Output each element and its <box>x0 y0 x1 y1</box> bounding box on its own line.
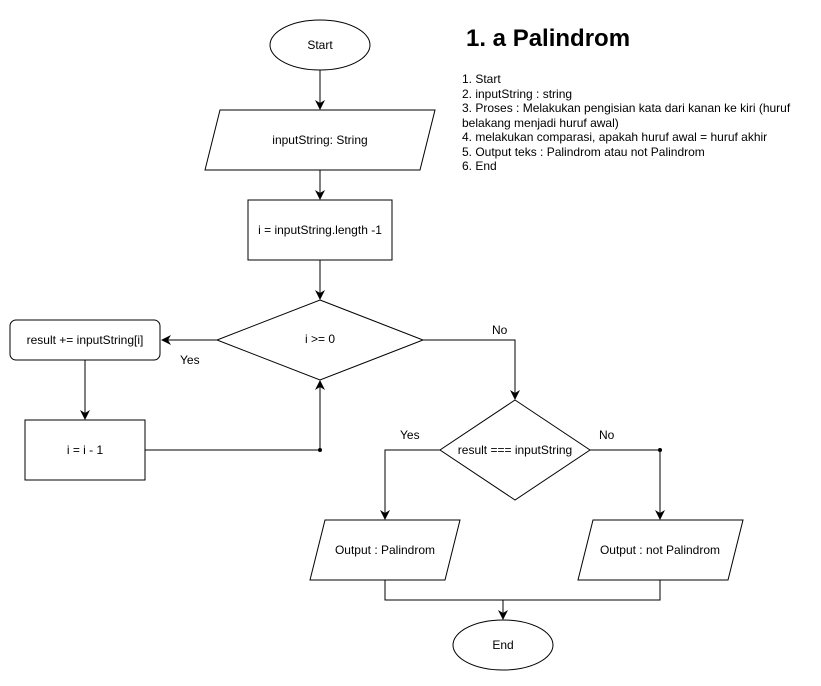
append-label: result += inputString[i] <box>27 333 144 347</box>
edge-merge <box>384 580 661 601</box>
compare-node: result === inputString <box>439 399 591 501</box>
output-not-palindrom-node: Output : not Palindrom <box>577 519 744 581</box>
edge-decrement-loop <box>145 380 325 451</box>
init-node: i = inputString.length -1 <box>247 199 393 261</box>
compare-yes-label: Yes <box>400 428 420 442</box>
output-palindrom-label: Output : Palindrom <box>335 543 435 557</box>
edge-compare-yes <box>380 449 440 520</box>
step-item: 6. End <box>462 159 497 173</box>
start-node: Start <box>269 19 371 71</box>
end-node: End <box>452 619 554 671</box>
step-item: 2. inputString : string <box>462 86 573 101</box>
compare-label: result === inputString <box>458 443 572 457</box>
decrement-node: i = i - 1 <box>24 419 146 481</box>
compare-no-label: No <box>599 428 615 442</box>
end-label: End <box>492 638 513 652</box>
loop-yes-label: Yes <box>180 353 200 367</box>
junction-dot <box>318 448 322 452</box>
steps-list: 1. Start 2. inputString : string 3. Pros… <box>462 72 807 174</box>
loop-condition-label: i >= 0 <box>305 332 335 346</box>
output-not-palindrom-label: Output : not Palindrom <box>600 543 720 557</box>
page-title: 1. a Palindrom <box>466 25 631 52</box>
junction-dot <box>658 448 662 452</box>
loop-no-label: No <box>492 323 508 337</box>
init-label: i = inputString.length -1 <box>258 223 382 237</box>
edge-compare-no <box>590 449 665 520</box>
input-label: inputString: String <box>272 133 367 147</box>
append-node: result += inputString[i] <box>9 319 161 361</box>
output-palindrom-node: Output : Palindrom <box>309 519 461 581</box>
input-node: inputString: String <box>204 109 436 171</box>
step-item: 4. melakukan comparasi, apakah huruf awa… <box>462 130 768 144</box>
step-item: 5. Output teks : Palindrom atau not Pali… <box>462 144 705 159</box>
decrement-label: i = i - 1 <box>67 443 104 457</box>
edge-loop-no <box>423 339 520 400</box>
step-item: 1. Start <box>462 72 501 86</box>
loop-condition-node: i >= 0 <box>215 299 425 381</box>
start-label: Start <box>307 38 333 52</box>
step-item: 3. Proses : Melakukan pengisian kata dar… <box>462 101 791 130</box>
